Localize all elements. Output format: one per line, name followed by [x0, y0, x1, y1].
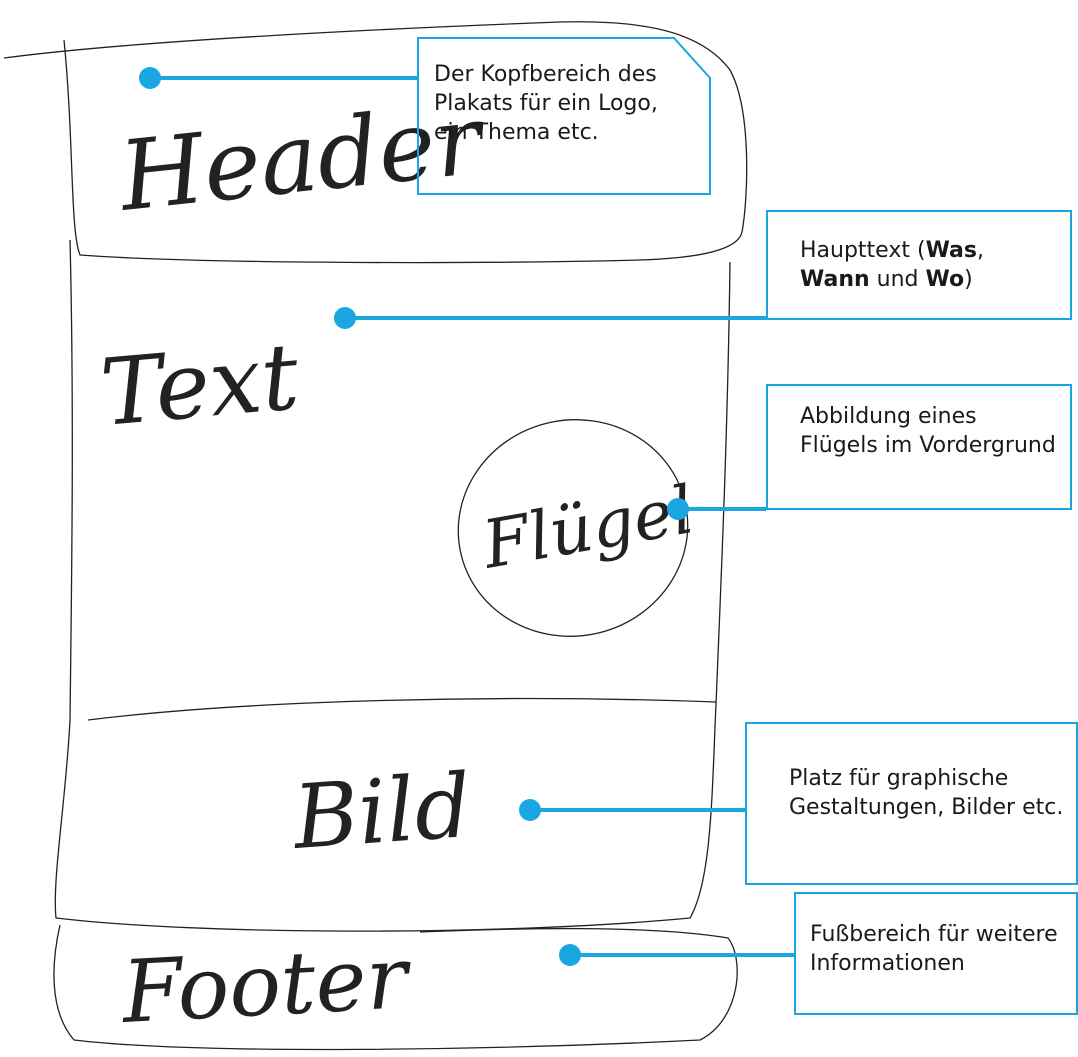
- connector-bild: [519, 799, 745, 821]
- connector-header: [139, 67, 418, 89]
- callout-flugel: Abbildung eines Flügels im Vordergrund: [766, 384, 1072, 510]
- footer-region-outline: [53, 924, 738, 1051]
- callout-header-text: Der Kopfbereich des Plakats für ein Logo…: [434, 62, 658, 145]
- callout-bild-text: Platz für graphische Gestaltungen, Bilde…: [789, 766, 1064, 820]
- callout-haupttext-was: Was: [925, 238, 977, 263]
- connector-dot-fuss: [559, 944, 581, 966]
- sketch-label-flugel: Flügel: [476, 471, 699, 584]
- header-callout-outline: [417, 37, 711, 195]
- sketch-label-footer: Footer: [118, 928, 415, 1043]
- callout-fuss: Fußbereich für weitere Informationen: [794, 892, 1078, 1015]
- connector-fuss: [559, 944, 794, 966]
- callout-haupttext-comma: ,: [977, 238, 984, 263]
- connector-haupttext: [334, 307, 766, 329]
- callout-haupttext-prefix: Haupttext (: [800, 238, 926, 263]
- sketch-label-bild: Bild: [288, 754, 474, 869]
- connector-dot-haupttext: [334, 307, 356, 329]
- connector-dot-header: [139, 67, 161, 89]
- connector-flugel: [667, 498, 766, 520]
- sketch-label-text: Text: [97, 323, 304, 447]
- bild-region-outline: [54, 703, 717, 932]
- callout-header: Der Kopfbereich des Plakats für ein Logo…: [418, 38, 710, 194]
- connector-dot-flugel: [667, 498, 689, 520]
- callout-haupttext: Haupttext (Was, Wann und Wo): [766, 210, 1072, 320]
- callout-bild: Platz für graphische Gestaltungen, Bilde…: [745, 722, 1078, 885]
- text-region-outline: [69, 239, 731, 721]
- callout-haupttext-wo: Wo: [925, 267, 965, 292]
- callout-flugel-text: Abbildung eines Flügels im Vordergrund: [800, 404, 1056, 458]
- callout-haupttext-wann: Wann: [800, 267, 870, 292]
- callout-haupttext-suffix: ): [964, 267, 973, 292]
- header-region-outline: [3, 21, 748, 264]
- callout-fuss-text: Fußbereich für weitere Informationen: [810, 922, 1058, 976]
- connector-dot-bild: [519, 799, 541, 821]
- text-bild-divider: [87, 697, 717, 721]
- callout-haupttext-und: und: [869, 267, 926, 292]
